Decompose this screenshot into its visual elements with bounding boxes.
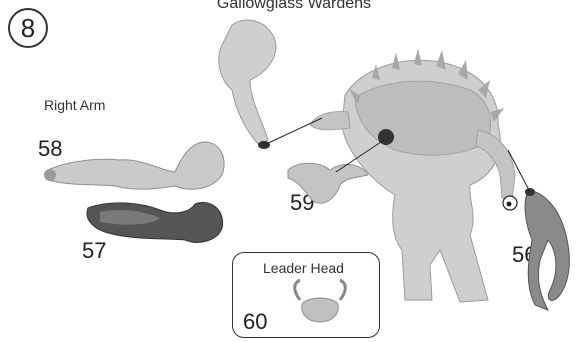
part-59-head: [288, 163, 368, 203]
part-60-leader-head: [295, 280, 346, 322]
part-58-right-arm-upper: [44, 142, 224, 189]
part-56-claw-arm: [525, 188, 569, 310]
upper-arm-segment: [219, 20, 276, 149]
part-57-right-arm-lower: [87, 202, 223, 242]
